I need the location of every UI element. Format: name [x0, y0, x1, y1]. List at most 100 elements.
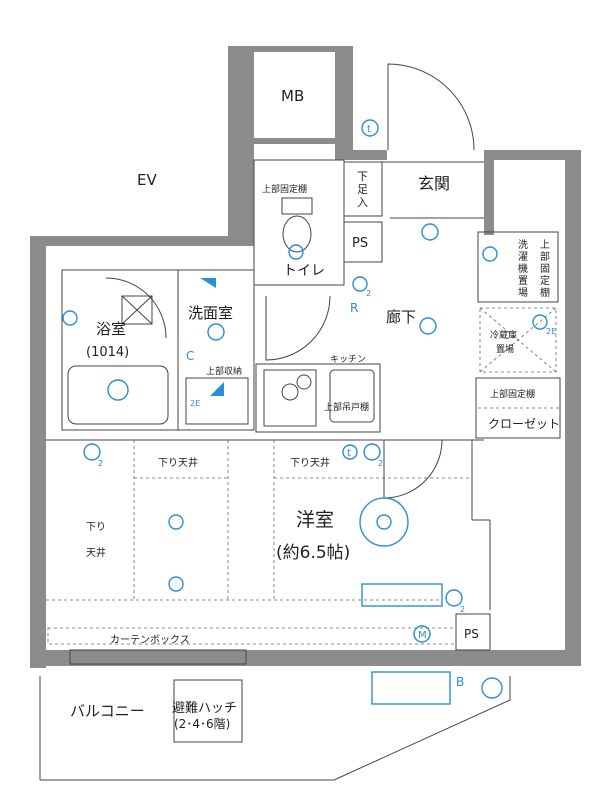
entry-door-swing — [387, 63, 475, 151]
label-upper-cabinet: 上部吊戸棚 — [324, 401, 369, 413]
room-door-swing — [383, 439, 443, 499]
fridge-outlet — [532, 314, 548, 330]
label-hatch: 避難ハッチ — [172, 701, 237, 716]
fan-symbol — [200, 278, 216, 288]
label-closet: クローゼット — [488, 417, 560, 431]
label-ps-upper: PS — [352, 236, 368, 251]
switch-symbol — [361, 119, 379, 137]
wall-ev-right — [228, 144, 254, 244]
label-bathroom: 浴室 — [96, 320, 126, 338]
label-lowered-ceiling-2: 下り天井 — [290, 456, 330, 469]
label-ev: EV — [137, 171, 157, 189]
sink — [329, 369, 375, 423]
doors — [105, 63, 475, 499]
outlet-hall — [352, 276, 368, 292]
label-geta-3: 入 — [357, 196, 368, 209]
interior-lines — [39, 159, 561, 781]
light-toilet — [288, 244, 304, 260]
label-laundry-shelf-4: 定 — [540, 274, 550, 287]
meter-symbol — [413, 625, 431, 643]
label-fridge-1: 冷蔵庫 — [490, 329, 517, 341]
label-upper-storage: 上部収納 — [206, 365, 242, 377]
bath-vent — [121, 295, 153, 325]
symbol-m: M — [418, 630, 427, 641]
label-washroom: 洗面室 — [188, 304, 233, 322]
label-toilet: トイレ — [283, 263, 325, 279]
wall-left — [30, 236, 46, 668]
bath-light — [107, 379, 129, 401]
laundry-outlet — [482, 246, 498, 262]
ceiling-light-main — [359, 497, 409, 547]
closet-outline — [475, 377, 561, 439]
light-hall — [419, 317, 437, 335]
outlet-a — [83, 443, 101, 461]
bath-outlet — [62, 310, 78, 326]
label-hatch-floors: (2･4･6階) — [174, 716, 230, 731]
washroom-outline — [177, 269, 255, 431]
label-lowered-ceiling-3b: 天井 — [86, 546, 106, 559]
label-laundry-3: 機 — [518, 262, 528, 275]
vanity — [185, 377, 249, 425]
light-entry — [421, 223, 439, 241]
downlight-b — [168, 576, 184, 592]
ps-lower-box — [455, 613, 491, 651]
symbol-two-d: 2 — [460, 605, 465, 614]
label-balcony: バルコニー — [70, 702, 145, 720]
light-washroom — [207, 323, 225, 341]
symbol-two-b: 2 — [378, 459, 383, 468]
label-laundry-shelf-1: 上 — [540, 239, 550, 251]
bath-vent-x2 — [121, 295, 153, 325]
symbol-letters: R C B M t t 2 2 2 2 2E 2E — [98, 124, 556, 689]
label-hallway: 廊下 — [386, 308, 416, 326]
toilet-bowl — [282, 215, 312, 253]
label-laundry-1: 洗 — [518, 239, 528, 251]
fridge-area — [479, 307, 557, 373]
label-toilet-shelf: 上部固定棚 — [262, 183, 307, 195]
shoe-box — [343, 161, 383, 217]
fridge-cross-b — [479, 307, 557, 373]
label-western-room-size: (約6.5帖) — [276, 543, 350, 563]
bathtub — [67, 365, 169, 425]
label-geta-1: 下 — [357, 170, 368, 183]
symbol-two-f: 2E — [190, 399, 200, 408]
toilet-tank — [281, 197, 313, 215]
symbol-two-a: 2 — [98, 459, 103, 468]
wall-mb-right — [335, 46, 353, 160]
balcony-unit — [371, 671, 451, 705]
ceiling-light-main-core — [376, 514, 392, 530]
drain — [481, 677, 503, 699]
label-laundry-shelf-5: 棚 — [540, 286, 550, 299]
downlight-a — [168, 514, 184, 530]
burner-b — [296, 374, 312, 390]
symbol-two-e: 2E — [546, 327, 556, 336]
laundry-area — [477, 231, 559, 303]
wall-bottom — [30, 650, 581, 666]
label-curtain-box: カーテンボックス — [110, 634, 190, 646]
label-laundry-shelf-2: 部 — [540, 250, 550, 263]
wall-top-entry — [335, 150, 387, 160]
label-lowered-ceiling-1: 下り天井 — [158, 456, 198, 469]
symbol-b: B — [456, 675, 464, 689]
label-closet-shelf: 上部固定棚 — [490, 388, 535, 400]
fixtures — [121, 197, 443, 607]
label-laundry-5: 場 — [518, 286, 528, 299]
stove — [263, 369, 317, 427]
label-laundry-2: 濯 — [518, 251, 528, 263]
wall-top-right — [484, 150, 576, 160]
wall-entry-right — [484, 150, 494, 235]
label-laundry-4: 置 — [518, 275, 528, 287]
walls — [30, 46, 581, 668]
symbol-t2: t — [347, 448, 351, 459]
electrical-symbols — [62, 119, 548, 705]
label-lowered-ceiling-3a: 下り — [86, 521, 106, 533]
hatch-box — [173, 679, 243, 743]
kitchen-counter — [255, 363, 381, 433]
washroom-fan — [210, 382, 224, 396]
outlet-c — [445, 589, 463, 607]
symbol-two-c: 2 — [366, 289, 371, 298]
room-labels: MB EV 玄関 下 足 入 PS 上部固定棚 トイレ 洗 濯 機 置 場 上 … — [70, 87, 560, 731]
symbol-c: C — [186, 349, 194, 363]
outlet-b — [363, 443, 381, 461]
wall-right — [565, 150, 581, 660]
